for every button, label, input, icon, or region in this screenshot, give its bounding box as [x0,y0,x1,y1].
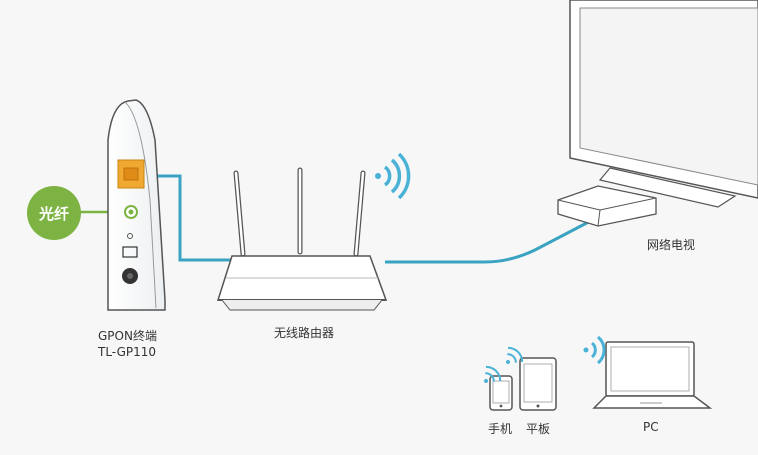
wifi-signal-icon [583,335,606,365]
phone-icon [489,375,513,411]
phone-label: 手机 [488,422,513,436]
tv-label: 网络电视 [647,238,696,252]
wireless-router [216,167,388,311]
router-label: 无线路由器 [274,326,335,340]
network-tv [557,0,758,227]
gpon-terminal [107,99,166,311]
gpon-name-line1: GPON终端 [98,329,157,343]
laptop-icon [592,341,713,409]
pc-label: PC [643,420,659,434]
wifi-signal-icon [484,365,502,383]
fiber-badge: 光纤 [27,186,81,240]
tablet-icon [519,357,557,411]
wifi-signal-icon [506,346,524,364]
ethernet-cable-router-tv [385,214,601,264]
ethernet-cable-gpon-router [144,174,232,262]
gpon-name-line2: TL-GP110 [98,345,157,359]
tablet-label: 平板 [526,422,551,436]
wifi-signal-icon [375,152,411,200]
